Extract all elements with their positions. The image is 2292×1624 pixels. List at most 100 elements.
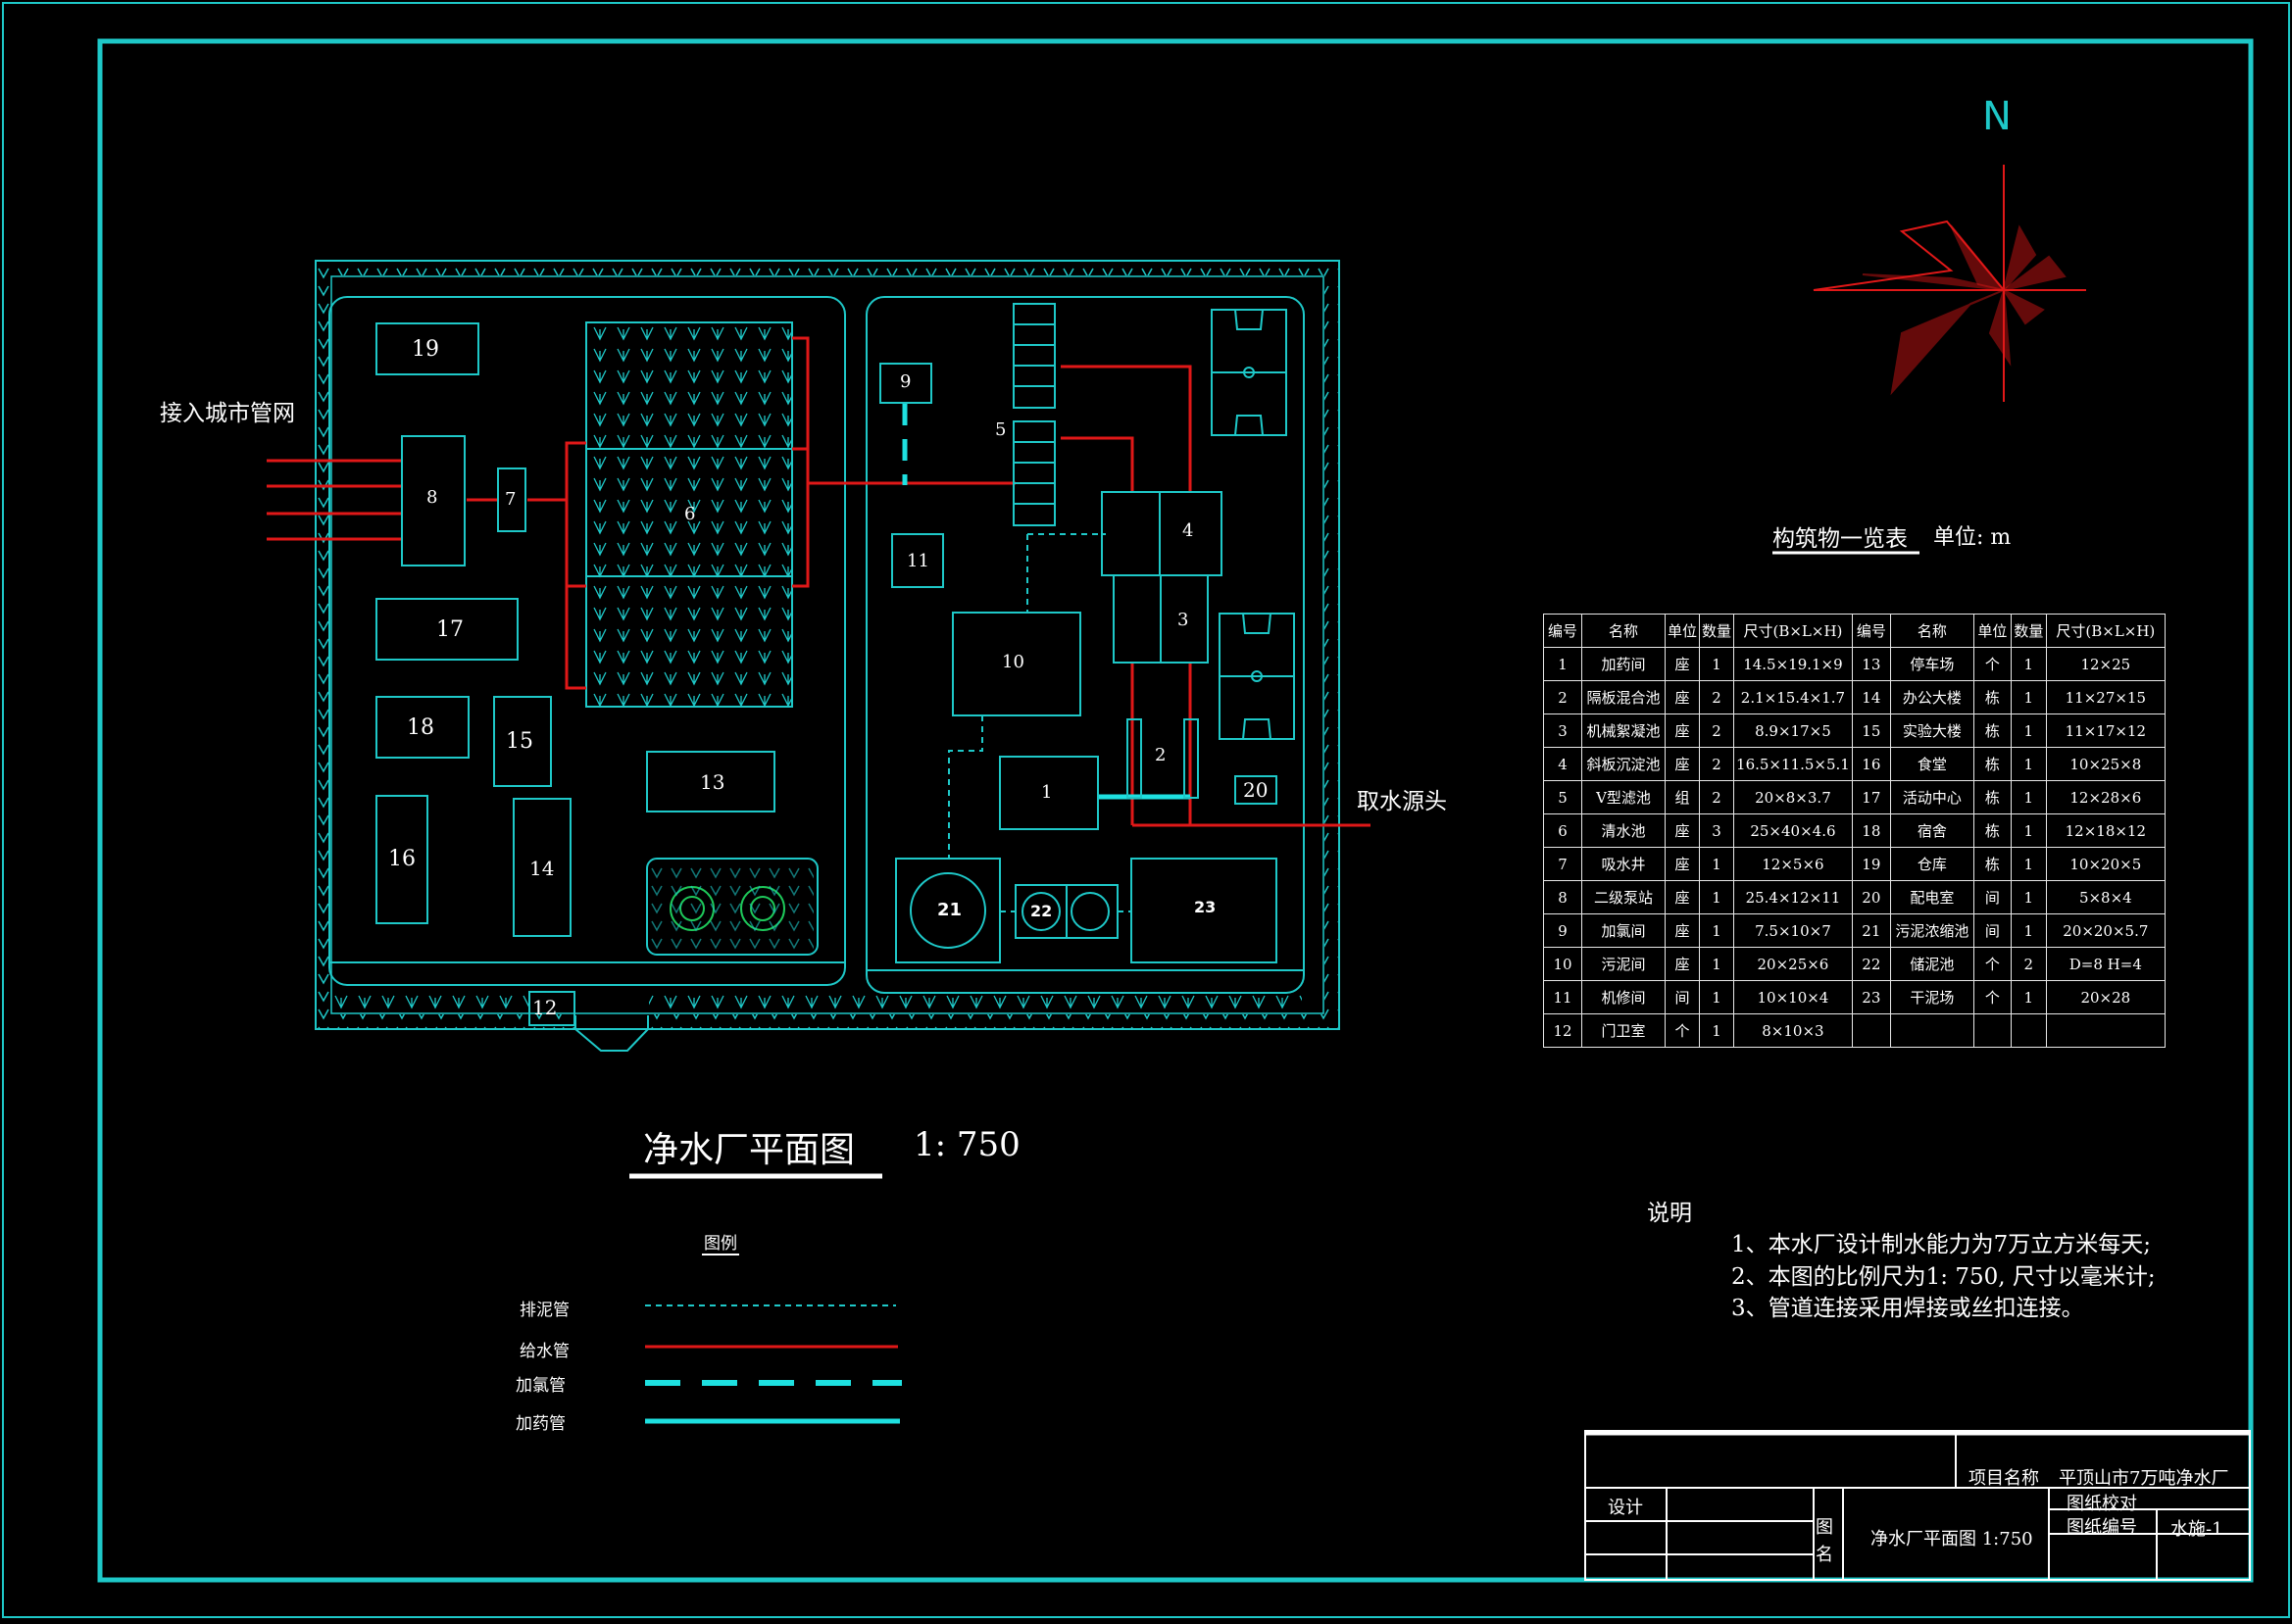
table-cell: V型滤池 [1581, 780, 1666, 814]
building-13: 13 [700, 770, 725, 794]
table-cell: 1 [1699, 647, 1735, 681]
table-cell: 6 [1543, 813, 1582, 848]
table-cell: 实验大楼 [1889, 714, 1974, 748]
table-cell: 5 [1543, 780, 1582, 814]
designer-label: 设计 [1608, 1498, 1643, 1518]
table-cell: 机械絮凝池 [1581, 714, 1666, 748]
table-cell: 门卫室 [1581, 1013, 1666, 1048]
table-header-row: 编号名称单位数量尺寸(B×L×H)编号名称单位数量尺寸(B×L×H) [1543, 614, 2166, 648]
table-cell: 1 [2010, 880, 2047, 914]
table-cell: 2 [1699, 680, 1735, 714]
drawing-number-value: 水施-1 [2170, 1519, 2223, 1540]
table-cell [1851, 1013, 1891, 1048]
table-cell: 1 [2010, 980, 2047, 1014]
table-cell [1889, 1013, 1974, 1048]
drawing-title: 净水厂平面图 [643, 1130, 856, 1170]
table-cell: 2 [1699, 714, 1735, 748]
building-16: 16 [388, 847, 416, 871]
table-cell: 1 [1699, 880, 1735, 914]
table-cell: 栋 [1972, 780, 2012, 814]
table-cell: 1 [1699, 980, 1735, 1014]
table-cell: 1 [1699, 913, 1735, 948]
table-cell: 储泥池 [1889, 947, 1974, 981]
table-cell: 加药间 [1581, 647, 1666, 681]
legend-sludge-label: 排泥管 [520, 1301, 570, 1320]
table-cell: 1 [1699, 947, 1735, 981]
table-cell: 11×17×12 [2045, 714, 2166, 748]
table-header-cell: 单位 [1972, 614, 2012, 648]
building-3: 3 [1177, 610, 1189, 630]
table-cell: 12×25 [2045, 647, 2166, 681]
table-cell: 停车场 [1889, 647, 1974, 681]
legend-lines [645, 1304, 902, 1424]
table-cell: 25×40×4.6 [1733, 813, 1853, 848]
table-cell: 1 [1699, 1013, 1735, 1048]
table-cell: 干泥场 [1889, 980, 1974, 1014]
table-cell: 8 [1543, 880, 1582, 914]
table-cell: 1 [2010, 680, 2047, 714]
table-cell: 12×5×6 [1733, 847, 1853, 881]
table-cell: 7 [1543, 847, 1582, 881]
grass-strip-bottom-left [333, 988, 529, 1013]
garden-trees [651, 862, 814, 951]
table-cell: 11×27×15 [2045, 680, 2166, 714]
table-cell: 21 [1851, 913, 1891, 948]
clear-water-tanks [585, 321, 793, 708]
grass-strip-bottom-right [649, 988, 1302, 1013]
drawing-number-label: 图纸编号 [2067, 1517, 2137, 1538]
table-cell: 个 [1972, 980, 2012, 1014]
table-cell: 10×25×8 [2045, 747, 2166, 781]
table-cell: 栋 [1972, 813, 2012, 848]
table-cell: 栋 [1972, 747, 2012, 781]
building-18: 18 [407, 715, 434, 740]
table-cell: 10 [1543, 947, 1582, 981]
table-cell: 18 [1851, 813, 1891, 848]
table-cell: 1 [2010, 913, 2047, 948]
table-cell: 12×18×12 [2045, 813, 2166, 848]
table-header-cell: 名称 [1581, 614, 1666, 648]
table-cell: 17 [1851, 780, 1891, 814]
table-cell: 座 [1664, 947, 1701, 981]
table-cell: 办公大楼 [1889, 680, 1974, 714]
table-cell: 间 [1972, 880, 2012, 914]
table-cell: 14 [1851, 680, 1891, 714]
table-cell: 二级泵站 [1581, 880, 1666, 914]
note-item: 1、本水厂设计制水能力为7万立方米每天; [1731, 1232, 2152, 1257]
table-cell: 3 [1699, 813, 1735, 848]
building-6: 6 [684, 504, 696, 524]
table-cell: 15 [1851, 714, 1891, 748]
table-cell: 1 [2010, 847, 2047, 881]
building-17: 17 [436, 617, 464, 642]
table-cell: 2 [1699, 780, 1735, 814]
table-cell: 12×28×6 [2045, 780, 2166, 814]
table-cell: 斜板沉淀池 [1581, 747, 1666, 781]
table-cell: 1 [2010, 714, 2047, 748]
table-cell: 组 [1664, 780, 1701, 814]
table-cell [2045, 1013, 2166, 1048]
supply-pipes [267, 336, 1370, 827]
table-cell: 2 [1699, 747, 1735, 781]
table-cell: 2.1×15.4×1.7 [1733, 680, 1853, 714]
table-cell: 7.5×10×7 [1733, 913, 1853, 948]
building-12: 12 [532, 996, 558, 1019]
table-cell: 个 [1972, 947, 2012, 981]
table-cell: 19 [1851, 847, 1891, 881]
building-2: 2 [1155, 745, 1167, 765]
table-cell: 座 [1664, 813, 1701, 848]
table-cell: 座 [1664, 680, 1701, 714]
zone-admin [328, 296, 846, 986]
drawing-scale: 1: 750 [914, 1125, 1021, 1164]
